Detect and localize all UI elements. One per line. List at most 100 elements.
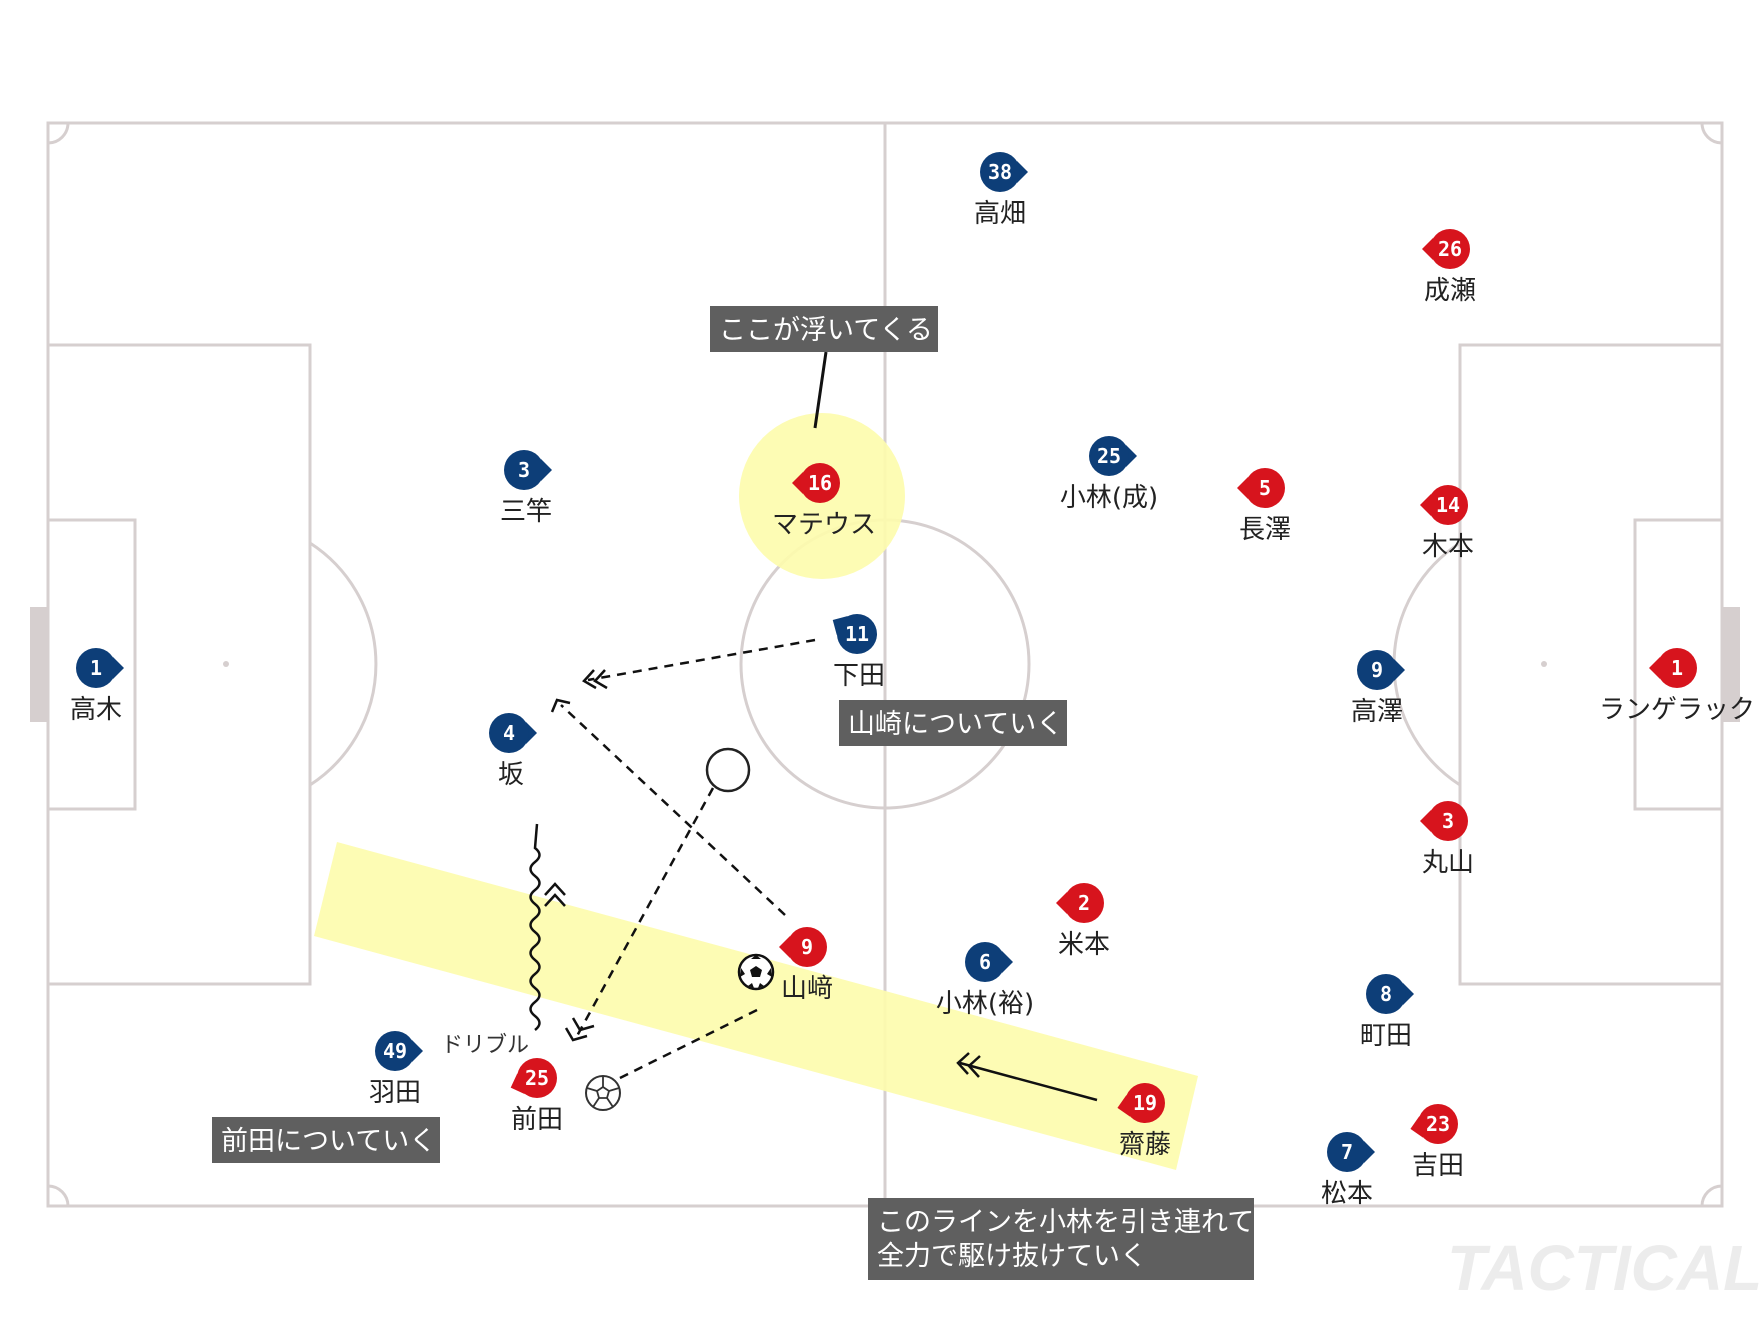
saito-run-arrowhead-2 — [967, 1055, 981, 1078]
direction-pointer — [1394, 659, 1405, 681]
note-pointer-line — [813, 351, 828, 429]
direction-pointer — [541, 459, 552, 481]
note-follow-yamazaki-box — [839, 700, 1067, 746]
player-number: 11 — [845, 622, 869, 646]
direction-pointer — [526, 722, 537, 744]
direction-pointer — [1237, 477, 1248, 499]
player-red-5: 5 長澤 — [1237, 468, 1291, 545]
dribble-arrowhead-2 — [544, 893, 566, 907]
player-name: 高畑 — [974, 199, 1026, 229]
player-name: 高澤 — [1351, 697, 1403, 727]
player-number: 6 — [979, 950, 991, 974]
yamazaki-pass-line — [560, 704, 786, 916]
direction-pointer — [792, 472, 803, 494]
direction-pointer — [1649, 657, 1660, 679]
player-marker — [517, 1058, 557, 1098]
left-penalty-spot — [223, 661, 229, 667]
player-name: マテウス — [772, 510, 876, 540]
player-blue-7: 7 松本 — [1321, 1132, 1375, 1209]
corner-arc-br — [1700, 1184, 1723, 1207]
direction-pointer — [1017, 161, 1028, 183]
player-number: 16 — [808, 471, 832, 495]
player-name: ランゲラック — [1599, 695, 1755, 725]
shimoda-run-line — [587, 638, 816, 682]
player-number: 38 — [988, 160, 1012, 184]
note-follow-maeda-text: 前田についていく — [221, 1126, 436, 1157]
saito-run-arrowhead — [956, 1052, 970, 1075]
player-number: 9 — [1371, 658, 1383, 682]
player-red-1: 1 ランゲラック — [1599, 648, 1755, 725]
note-run-line-box — [868, 1198, 1254, 1280]
player-name: 松本 — [1321, 1179, 1373, 1209]
player-marker — [504, 450, 544, 490]
left-penalty-arc — [309, 541, 378, 787]
player-name: 前田 — [511, 1105, 563, 1135]
player-blue-3: 3三竿 — [500, 450, 552, 527]
player-marker — [375, 1031, 415, 1071]
ball-pass-line — [615, 1008, 758, 1082]
watermark: TACTICALista — [1447, 1232, 1760, 1304]
player-blue-8: 8 町田 — [1360, 974, 1414, 1051]
right-penalty-arc — [1392, 541, 1461, 787]
player-marker — [1125, 1083, 1165, 1123]
direction-pointer — [113, 657, 124, 679]
player-name: 羽田 — [369, 1078, 421, 1108]
direction-pointer — [412, 1040, 423, 1062]
yamazaki-pass-arrowhead — [550, 698, 571, 713]
dribble-arrowhead — [544, 882, 566, 896]
player-red-3: 3 丸山 — [1420, 801, 1474, 878]
player-number: 2 — [1078, 891, 1090, 915]
player-blue-4: 4坂 — [489, 713, 537, 790]
player-name: 成瀬 — [1424, 276, 1476, 306]
direction-pointer — [1056, 892, 1067, 914]
corner-arc-tl — [47, 122, 70, 145]
player-number: 23 — [1426, 1112, 1450, 1136]
player-number: 1 — [1671, 656, 1683, 680]
note-float: ここが浮いてくる — [710, 306, 938, 352]
note-run-line: このラインを小林を引き連れて 全力で駆け抜けていく — [868, 1198, 1254, 1280]
player-marker — [1245, 468, 1285, 508]
direction-pointer — [1420, 494, 1431, 516]
player-blue-49: 49 羽田 — [369, 1031, 423, 1108]
player-name: 丸山 — [1422, 848, 1474, 878]
player-marker — [1366, 974, 1406, 1014]
player-number: 9 — [801, 935, 813, 959]
player-number: 5 — [1259, 476, 1271, 500]
player-name: 山﨑 — [781, 974, 833, 1004]
saito-run-line — [959, 1061, 1098, 1102]
player-blue-1: 1高木 — [70, 648, 124, 725]
player-marker — [76, 648, 116, 688]
player-number: 4 — [503, 721, 515, 745]
player-number: 8 — [1380, 982, 1392, 1006]
players: 1高木38高畑3三竿25小林(成)11下田4坂9高澤6小林(裕)8町田49羽田7… — [70, 152, 1755, 1209]
player-marker — [800, 463, 840, 503]
direction-pointer — [1126, 445, 1137, 467]
movement-lines — [529, 351, 1098, 1102]
player-name: 長澤 — [1239, 515, 1291, 545]
player-name: 小林(裕) — [936, 989, 1034, 1019]
player-number: 25 — [525, 1066, 549, 1090]
player-marker — [1327, 1132, 1367, 1172]
player-number: 3 — [1442, 809, 1454, 833]
player-red-9: 9 山﨑 — [779, 927, 833, 1004]
dribble-label: ドリブル — [441, 1033, 529, 1058]
direction-pointer — [1420, 810, 1431, 832]
player-name: 米本 — [1058, 930, 1110, 960]
player-red-2: 2 米本 — [1056, 883, 1110, 960]
note-follow-maeda: 前田についていく — [212, 1117, 440, 1163]
player-marker — [489, 713, 529, 753]
player-name: 坂 — [498, 760, 524, 790]
player-marker — [1430, 229, 1470, 269]
player-number: 49 — [383, 1039, 407, 1063]
right-goal — [1722, 607, 1740, 722]
player-number: 3 — [518, 458, 530, 482]
player-number: 7 — [1341, 1140, 1353, 1164]
space-marker — [705, 747, 751, 793]
player-name: 町田 — [1360, 1021, 1412, 1051]
